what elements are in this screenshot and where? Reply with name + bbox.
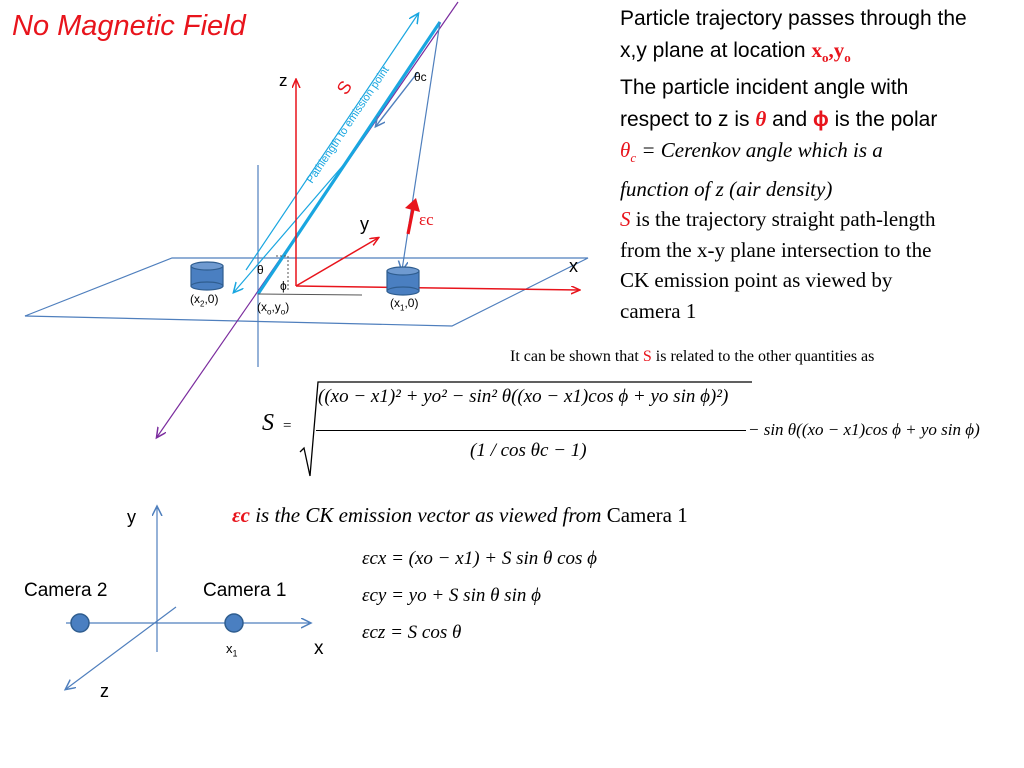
component-ecz: εcz = S cos θ [362, 622, 462, 643]
ec-label: εc [419, 210, 434, 229]
ec-arrow-head [405, 198, 420, 212]
pathlength-return-line [234, 154, 353, 292]
formula-s-lhs: S [262, 410, 274, 436]
camera-diagram [0, 495, 340, 715]
theta-label: θ [257, 263, 264, 277]
formula-s-denominator: (1 / cos θc − 1) [470, 440, 587, 461]
theta-c-label: θc [414, 70, 427, 84]
formula-fraction-bar [316, 430, 746, 431]
radical-sign [299, 381, 752, 477]
component-ecx: εcx = (xo − x1) + S sin θ cos ϕ [362, 548, 598, 569]
x-axis-label: x [569, 256, 578, 276]
bottom-y-label: y [127, 507, 136, 527]
page-title: No Magnetic Field [12, 10, 246, 42]
formula-s-tail: − sin θ((xo − x1)cos ϕ + yo sin ϕ) [748, 420, 980, 439]
trajectory-diagram: Pathlength to emission point S [24, 1, 589, 450]
bottom-z-label: z [100, 681, 109, 701]
bottom-x-label: x [314, 638, 324, 659]
camera-1-position-label: (x1,0) [390, 296, 419, 313]
description-text: Particle trajectory passes through the x… [620, 7, 967, 323]
ck-caption: εc is the CK emission vector as viewed f… [232, 503, 688, 527]
camera-1-dot [224, 613, 244, 633]
y-axis-label: y [360, 214, 369, 234]
s-label: S [333, 77, 356, 98]
x-axis [295, 285, 579, 290]
pathlength-line [245, 14, 418, 271]
camera-2-dot [70, 613, 90, 633]
camera-2-cylinder [190, 261, 224, 291]
relation-text: It can be shown that S is related to the… [510, 348, 875, 365]
camera-1-label: Camera 1 [203, 580, 287, 601]
camera-2-label: Camera 2 [24, 580, 108, 601]
origin-position-label: (xo,yo) [257, 300, 290, 317]
camera-2-position-label: (x2,0) [190, 292, 219, 309]
xy-plane [24, 257, 589, 327]
camera-1-x1-label: x1 [226, 641, 238, 659]
y-axis [295, 238, 378, 287]
phi-label: ϕ [280, 279, 287, 293]
s-direction-arrow [376, 71, 419, 126]
pathlength-label: Pathlength to emission point [305, 64, 392, 185]
component-ecy: εcy = yo + S sin θ sin ϕ [362, 585, 541, 606]
formula-s-equals: = [283, 418, 292, 434]
formula-s-numerator: ((xo − x1)² + yo² − sin² θ((xo − x1)cos … [318, 386, 729, 407]
bottom-z-axis [66, 606, 177, 689]
camera-1-cylinder [386, 266, 420, 296]
z-axis-label: z [279, 71, 288, 90]
